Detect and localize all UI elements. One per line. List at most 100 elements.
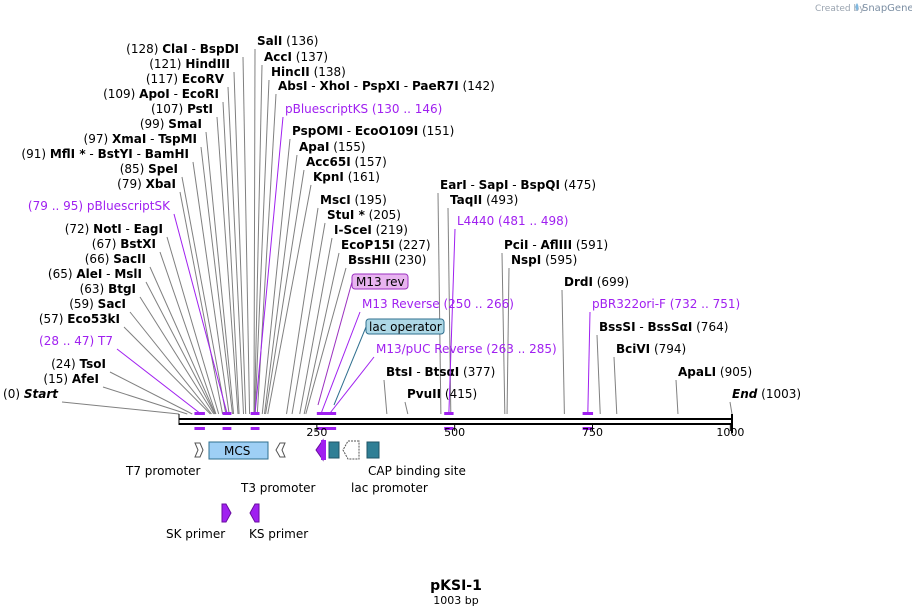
site-label-3[interactable]: (57) Eco53kI bbox=[39, 312, 120, 326]
site-label-17[interactable]: (117) EcoRV bbox=[146, 72, 225, 86]
plasmid-name: pKSI-1 bbox=[430, 578, 482, 594]
site-label-6[interactable]: (65) AleI - MslI bbox=[48, 267, 142, 281]
site-label-30[interactable]: I-SceI (219) bbox=[334, 223, 408, 237]
site-leader-29 bbox=[291, 222, 326, 415]
site-label-7[interactable]: (66) SacII bbox=[85, 252, 146, 266]
site-label-26[interactable]: Acc65I (157) bbox=[306, 155, 387, 169]
t3-promoter-feature[interactable] bbox=[275, 442, 286, 458]
site-label-23[interactable]: AbsI - XhoI - PspXI - PaeR7I (142) bbox=[278, 79, 495, 93]
site-leader-24 bbox=[261, 138, 291, 415]
plasmid-length: 1003 bp bbox=[433, 594, 478, 607]
lac-promoter-label: lac promoter bbox=[351, 481, 428, 495]
ks-primer-feature[interactable] bbox=[249, 503, 260, 523]
site-label-24[interactable]: PspOMI - EcoO109I (151) bbox=[292, 124, 454, 138]
site-label-39[interactable]: DrdI (699) bbox=[564, 275, 629, 289]
credit-text: Created by bbox=[815, 4, 865, 14]
site-leader-21 bbox=[254, 64, 263, 415]
tick-label-1: 500 bbox=[444, 426, 465, 439]
site-leader-34 bbox=[404, 401, 409, 415]
site-label-20[interactable]: SalI (136) bbox=[257, 34, 318, 48]
site-leader-41 bbox=[613, 356, 618, 415]
site-label-18[interactable]: (121) HindIII bbox=[149, 57, 230, 71]
primer-label-2[interactable]: pBluescriptKS (130 .. 146) bbox=[285, 102, 442, 116]
site-label-32[interactable]: BssHII (230) bbox=[348, 253, 427, 267]
site-label-43[interactable]: End (1003) bbox=[732, 387, 801, 401]
sk-primer-label: SK primer bbox=[166, 527, 225, 541]
site-leader-33 bbox=[383, 379, 388, 415]
cap-binding-site-feature[interactable] bbox=[366, 441, 380, 459]
site-label-21[interactable]: AccI (137) bbox=[264, 50, 328, 64]
site-leader-6 bbox=[145, 281, 216, 415]
site-label-8[interactable]: (67) BstXI bbox=[92, 237, 156, 251]
site-leader-12 bbox=[192, 161, 230, 415]
primer-label-6[interactable]: pBR322ori-F (732 .. 751) bbox=[592, 297, 740, 311]
t7-promoter-label: T7 promoter bbox=[125, 464, 201, 478]
site-leader-1 bbox=[102, 386, 188, 415]
site-label-5[interactable]: (63) BtgI bbox=[80, 282, 136, 296]
site-label-28[interactable]: MscI (195) bbox=[320, 193, 387, 207]
site-leader-18 bbox=[233, 71, 247, 415]
site-leader-32 bbox=[305, 267, 347, 415]
site-label-40[interactable]: BssSI - BssSαI (764) bbox=[599, 320, 728, 334]
site-label-14[interactable]: (99) SmaI bbox=[140, 117, 202, 131]
cap-binding-site-label: CAP binding site bbox=[368, 464, 466, 478]
site-leader-15 bbox=[216, 116, 239, 415]
site-label-9[interactable]: (72) NotI - EagI bbox=[65, 222, 163, 236]
snapgene-logo-icon bbox=[855, 3, 859, 11]
primer-label-4[interactable]: M13/pUC Reverse (263 .. 285) bbox=[376, 342, 557, 356]
site-leader-22 bbox=[254, 79, 270, 415]
site-label-31[interactable]: EcoP15I (227) bbox=[341, 238, 431, 252]
site-leader-19 bbox=[242, 56, 251, 415]
site-label-36[interactable]: TaqII (493) bbox=[450, 193, 518, 207]
site-leader-2 bbox=[109, 371, 193, 415]
primer-label-1[interactable]: (79 .. 95) pBluescriptSK bbox=[28, 199, 171, 213]
site-leader-43 bbox=[729, 401, 733, 415]
site-label-2[interactable]: (24) TsoI bbox=[51, 357, 106, 371]
primer-bar-6 bbox=[582, 412, 594, 415]
site-leader-5 bbox=[139, 296, 215, 415]
site-label-0[interactable]: (0) Start bbox=[3, 387, 59, 401]
site-label-25[interactable]: ApaI (155) bbox=[299, 140, 366, 154]
primer-bar-3 bbox=[316, 412, 326, 415]
restriction-sites: (0) Start(15) AfeI(24) TsoI(57) Eco53kI(… bbox=[3, 34, 801, 401]
site-label-41[interactable]: BciVI (794) bbox=[616, 342, 686, 356]
primer-label-3[interactable]: M13 Reverse (250 .. 266) bbox=[362, 297, 514, 311]
site-label-37[interactable]: PciI - AflIII (591) bbox=[504, 238, 608, 252]
site-label-16[interactable]: (109) ApoI - EcoRI bbox=[103, 87, 219, 101]
t7-promoter-feature[interactable] bbox=[194, 442, 204, 458]
site-label-42[interactable]: ApaLI (905) bbox=[678, 365, 752, 379]
credit-brand: SnapGene bbox=[862, 3, 912, 14]
primer-bar-4 bbox=[324, 412, 337, 415]
site-label-15[interactable]: (107) PstI bbox=[151, 102, 213, 116]
primer-annotations: (28 .. 47) T7 (79 .. 95) pBluescriptSK pBl… bbox=[28, 102, 740, 430]
site-leader-9 bbox=[166, 236, 220, 415]
primer-label-0[interactable]: (28 .. 47) T7 bbox=[39, 334, 113, 348]
primer-label-5[interactable]: L4440 (481 .. 498) bbox=[457, 214, 568, 228]
site-label-4[interactable]: (59) SacI bbox=[69, 297, 126, 311]
site-leader-4 bbox=[129, 311, 212, 415]
lac-operator-feature[interactable]: lac operator bbox=[365, 318, 445, 335]
site-label-19[interactable]: (128) ClaI - BspDI bbox=[126, 42, 239, 56]
backbone bbox=[178, 414, 733, 433]
site-label-11[interactable]: (85) SpeI bbox=[120, 162, 178, 176]
site-label-38[interactable]: NspI (595) bbox=[511, 253, 577, 267]
site-label-13[interactable]: (97) XmaI - TspMI bbox=[84, 132, 197, 146]
site-label-27[interactable]: KpnI (161) bbox=[313, 170, 380, 184]
site-leader-7 bbox=[149, 266, 216, 415]
lac-promoter-feature[interactable] bbox=[342, 440, 360, 460]
site-leader-20 bbox=[253, 48, 256, 415]
site-leader-39 bbox=[561, 289, 565, 415]
site-label-33[interactable]: BtsI - BtsαI (377) bbox=[386, 365, 495, 379]
site-label-29[interactable]: StuI * (205) bbox=[327, 208, 401, 222]
site-label-34[interactable]: PvuII (415) bbox=[407, 387, 477, 401]
mcs-feature[interactable]: MCS bbox=[208, 441, 269, 460]
site-leader-26 bbox=[265, 169, 305, 415]
site-label-12[interactable]: (91) MflI * - BstYI - BamHI bbox=[21, 147, 189, 161]
site-label-10[interactable]: (79) XbaI bbox=[117, 177, 176, 191]
site-label-35[interactable]: EarI - SapI - BspQI (475) bbox=[440, 178, 596, 192]
m13-rev-feature[interactable]: M13 rev bbox=[351, 273, 409, 290]
site-label-22[interactable]: HincII (138) bbox=[271, 65, 346, 79]
sk-primer-feature[interactable] bbox=[221, 503, 232, 523]
site-label-1[interactable]: (15) AfeI bbox=[43, 372, 99, 386]
